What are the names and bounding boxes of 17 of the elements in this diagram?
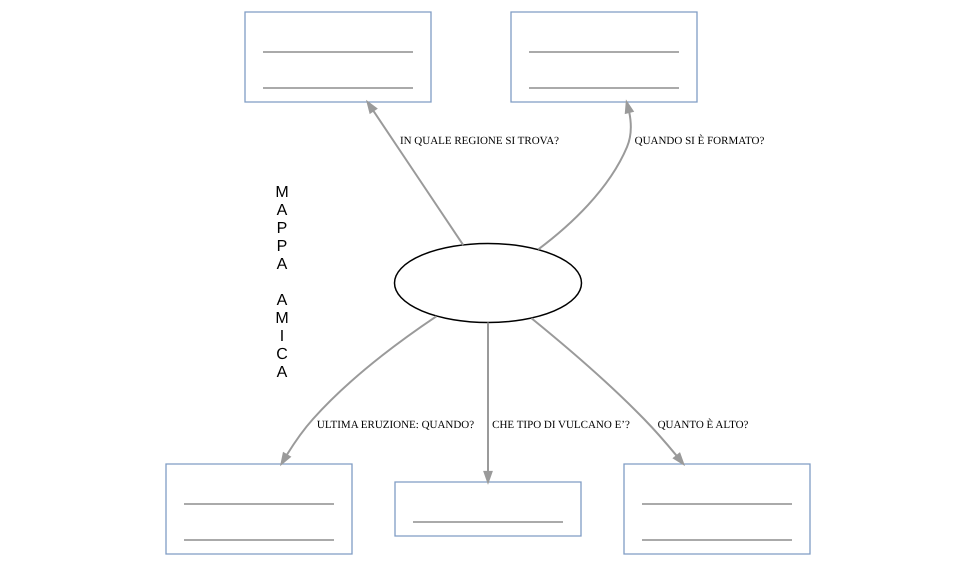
- arrow: [280, 315, 436, 466]
- edge-label: QUANTO È ALTO?: [657, 418, 748, 431]
- edge-label: ULTIMA ERUZIONE: QUANDO?: [316, 418, 474, 431]
- node-box: [244, 11, 432, 103]
- edge-label: CHE TIPO DI VULCANO E’?: [492, 418, 630, 431]
- node-box: [622, 463, 810, 555]
- edge-label: IN QUALE REGIONE SI TROVA?: [399, 134, 559, 147]
- arrow: [530, 317, 685, 466]
- node-box: [510, 11, 698, 103]
- node-box: [164, 463, 352, 555]
- arrow: [365, 100, 464, 246]
- node-ellipse: [393, 242, 582, 324]
- arrow: [537, 99, 634, 250]
- arrow: [482, 322, 492, 485]
- edge-label: QUANDO SI È FORMATO?: [634, 134, 764, 147]
- node-box: [394, 481, 582, 537]
- label: MAPPA AMICA: [274, 184, 288, 381]
